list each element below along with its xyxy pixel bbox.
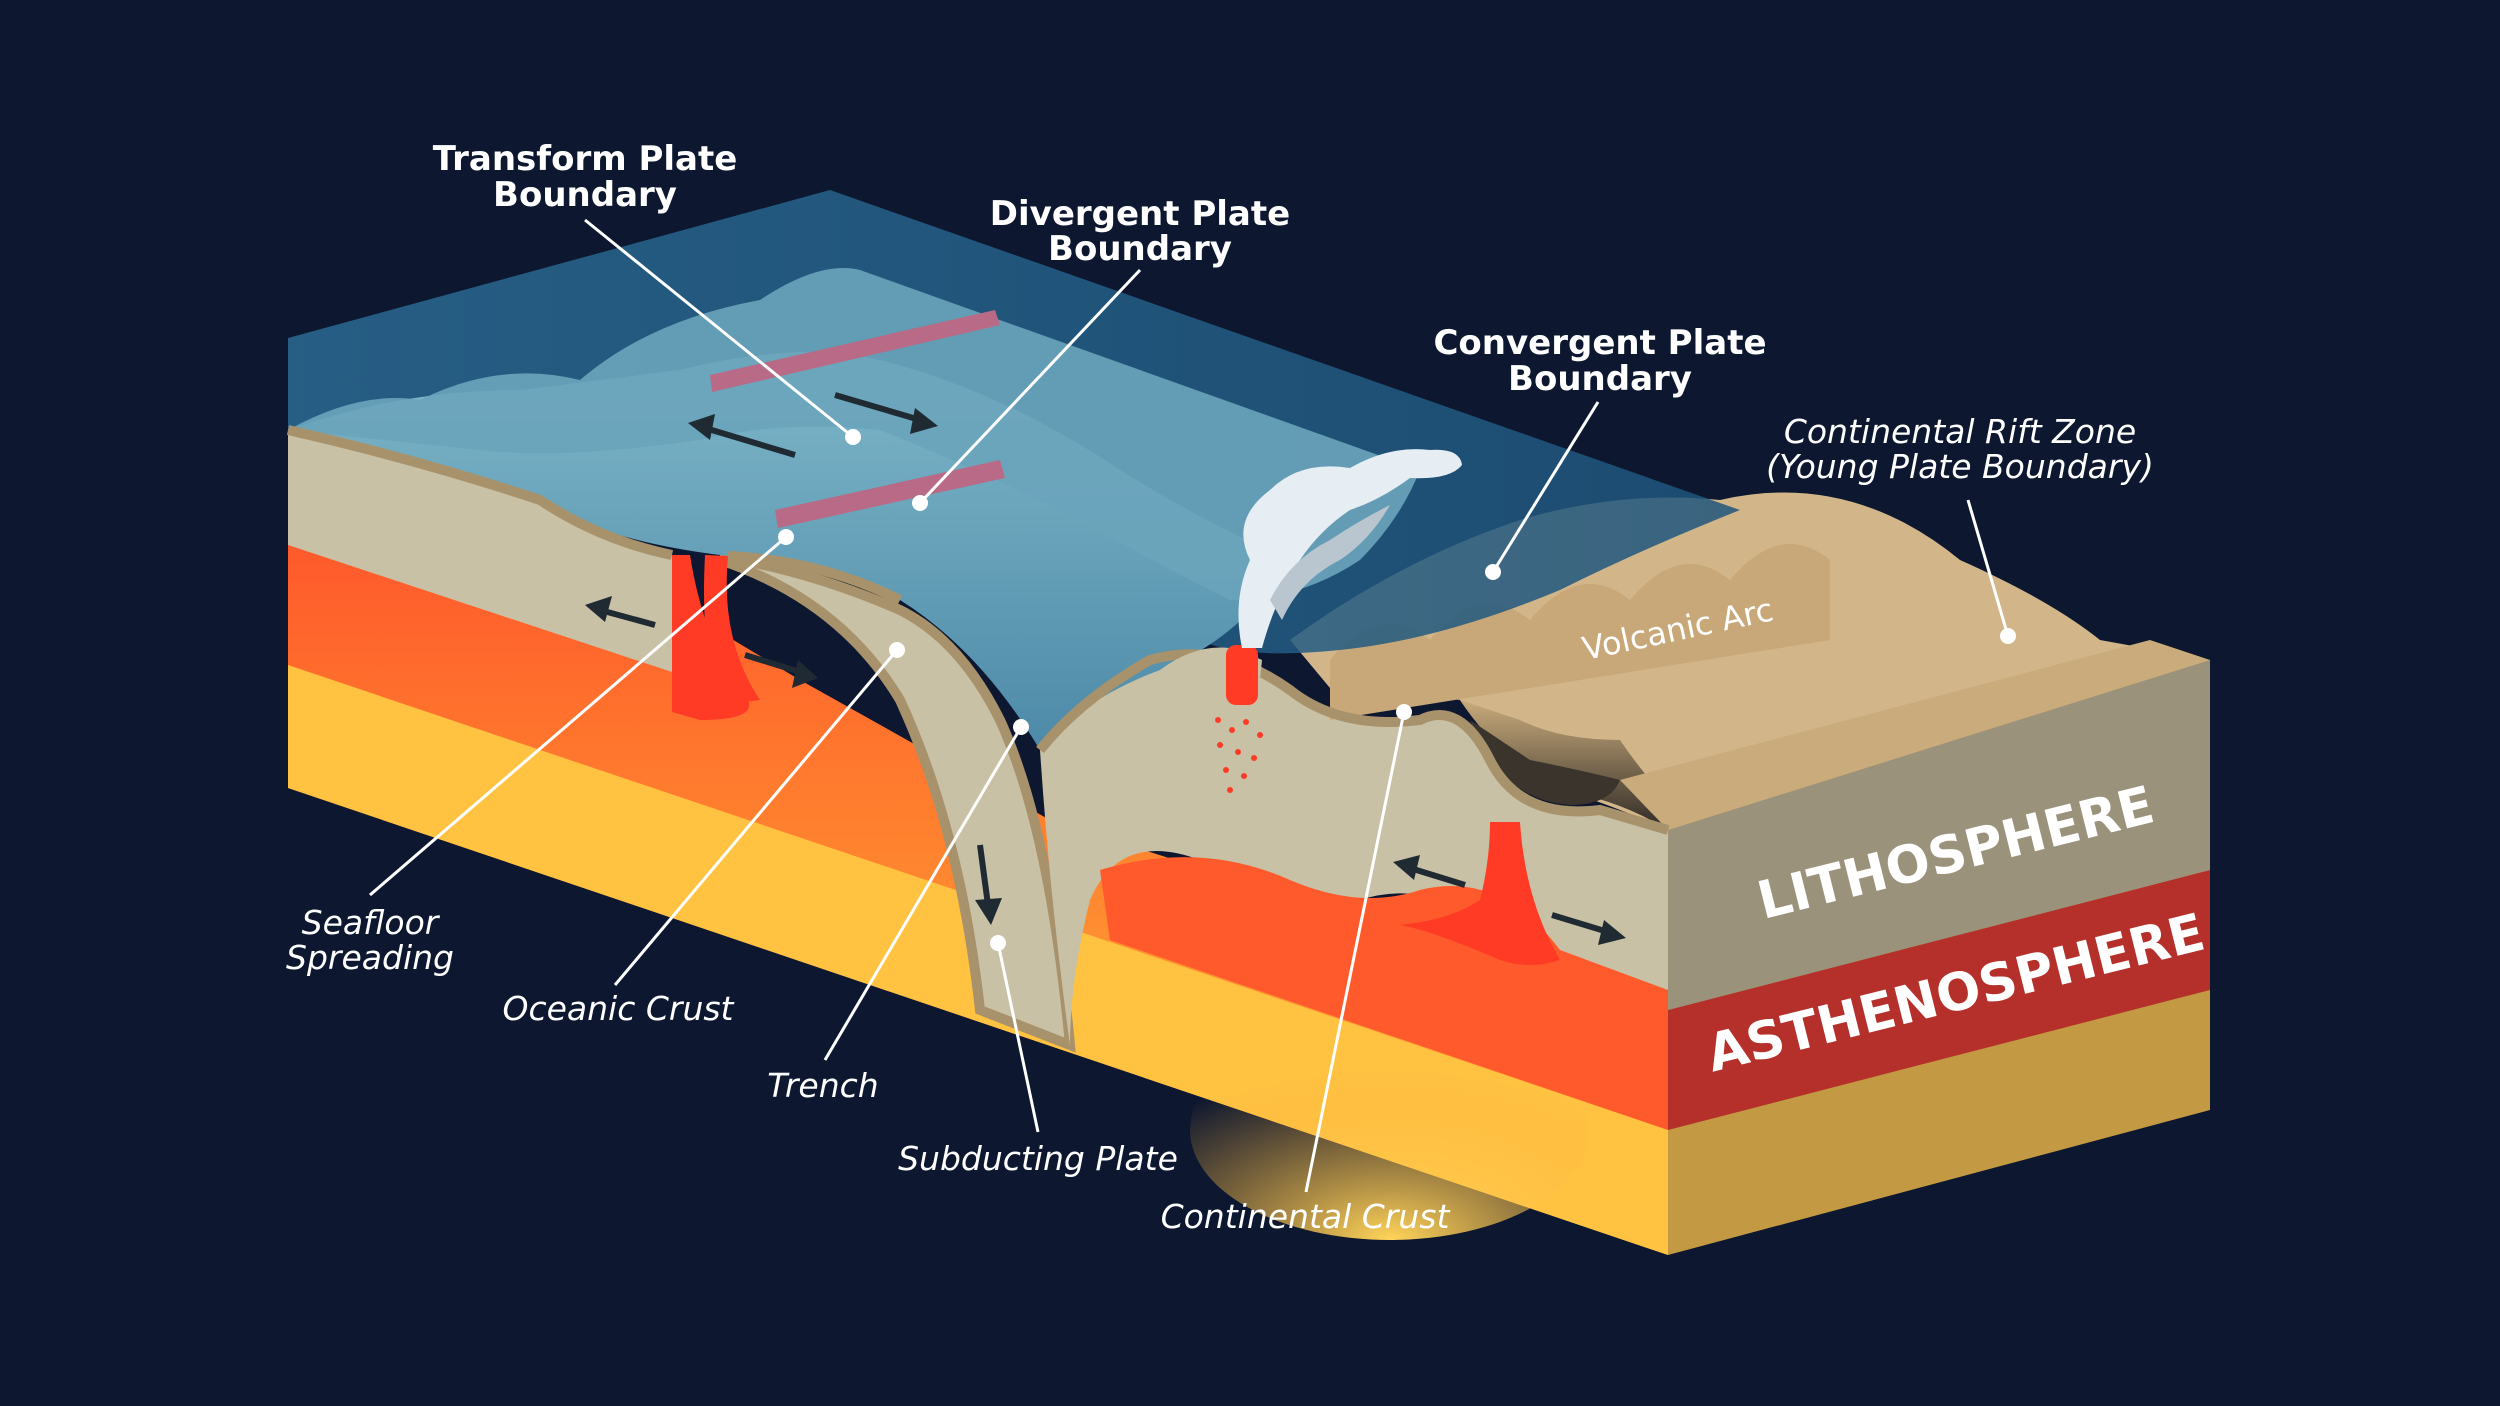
plate-motion-arrow-icon	[975, 844, 1002, 925]
ash-droplets	[1215, 717, 1263, 793]
label-rift-2: (Young Plate Boundary)	[1766, 447, 2154, 486]
rift-shoulder	[1620, 640, 2210, 830]
ridge-magma-2	[704, 555, 760, 705]
label-continental-crust: Continental Crust	[1161, 1197, 1451, 1236]
label-oceanic-crust: Oceanic Crust	[502, 989, 734, 1028]
rift-valley	[1460, 700, 1668, 830]
label-trench: Trench	[767, 1066, 878, 1105]
divergent-ridge-strip	[710, 310, 1000, 392]
leader-dot-icon	[2000, 628, 2016, 644]
volcano-vent	[1226, 645, 1258, 705]
plate-motion-arrows	[585, 392, 1626, 945]
volcanic-plume	[1238, 449, 1462, 648]
label-seafloor-2: Spreading	[286, 938, 454, 977]
label-divergent-1: Divergent Plate	[990, 194, 1290, 234]
label-convergent-2: Boundary	[1508, 359, 1692, 399]
label-seafloor-1: Seafloor	[302, 903, 441, 942]
label-divergent-2: Boundary	[1048, 229, 1232, 269]
hot-plume	[1190, 1020, 1590, 1240]
leader-dot-icon	[778, 529, 794, 545]
plate-motion-arrow-icon	[1393, 855, 1466, 888]
leader-dot-icon	[1485, 564, 1501, 580]
plate-motion-arrow-icon	[744, 652, 818, 688]
plate-motion-arrow-icon	[834, 392, 938, 434]
leader-lines	[369, 218, 2016, 1193]
label-transform-1: Transform Plate	[433, 139, 738, 179]
label-transform-2: Boundary	[493, 175, 677, 215]
leader-dot-icon	[912, 495, 928, 511]
plate-motion-arrow-icon	[688, 414, 796, 458]
leader-dot-icon	[1396, 704, 1412, 720]
leader-dot-icon	[845, 429, 861, 445]
leader-dot-icon	[1013, 719, 1029, 735]
continental-edge	[1036, 649, 1670, 835]
rift-floor	[1470, 720, 1620, 805]
leader-dot-icon	[889, 642, 905, 658]
leader-dot-icon	[990, 935, 1006, 951]
label-convergent-1: Convergent Plate	[1433, 323, 1766, 363]
continental-crust-front	[1040, 654, 1668, 1045]
divergent-ridge-strip-2	[775, 460, 1005, 528]
ocean-swell	[288, 268, 1420, 600]
label-subducting-plate: Subducting Plate	[898, 1139, 1178, 1178]
plate-motion-arrow-icon	[585, 596, 656, 628]
volcanic-plume-shade	[1270, 505, 1390, 620]
oceanic-crust-edge	[286, 425, 674, 560]
earth-block	[286, 190, 2210, 1255]
right-face-asthenosphere	[1668, 870, 2210, 1130]
right-face-lithosphere	[1668, 660, 2210, 1010]
oceanic-crust-edge-2	[727, 551, 903, 605]
plate-motion-arrow-icon	[1551, 912, 1626, 945]
oceanic-crust-slab	[288, 430, 672, 672]
rift-magma	[1400, 822, 1560, 965]
label-rift-1: Continental Rift Zone	[1784, 412, 2136, 451]
volcanic-arc-ridges	[1330, 544, 1830, 720]
